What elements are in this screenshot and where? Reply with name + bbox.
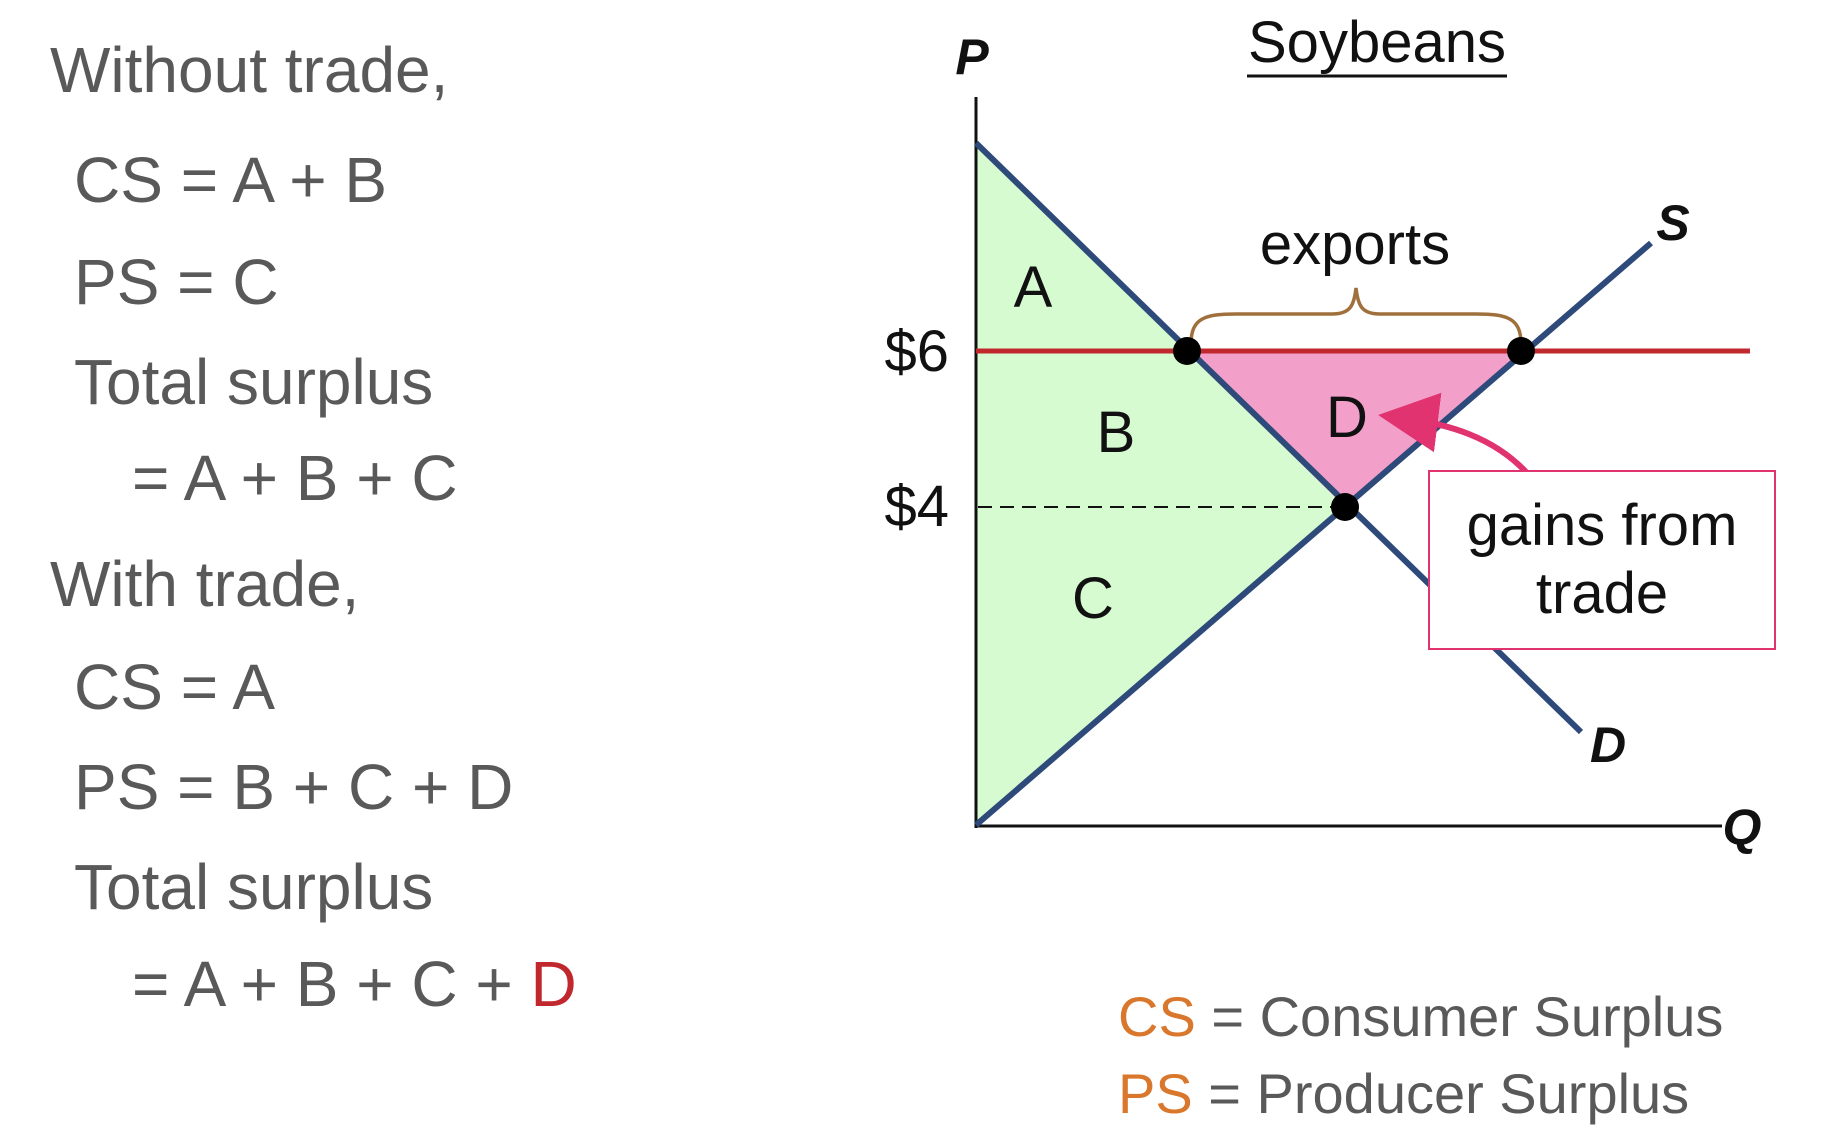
region-a-label: A bbox=[1014, 255, 1053, 320]
ps-legend: PS = Producer Surplus bbox=[1118, 1066, 1689, 1122]
price-4-label: $4 bbox=[884, 474, 949, 539]
total-surplus-value-with: = A + B + C + D bbox=[132, 952, 577, 1016]
cs-definition: = Consumer Surplus bbox=[1195, 985, 1724, 1048]
exports-label: exports bbox=[1260, 212, 1450, 277]
with-trade-heading: With trade, bbox=[50, 548, 360, 620]
ps-without-trade: PS = C bbox=[74, 246, 279, 318]
region-b-label: B bbox=[1097, 400, 1136, 465]
ps-with-trade: PS = B + C + D bbox=[74, 751, 514, 823]
quantity-axis-label: Q bbox=[1723, 799, 1762, 855]
supply-label: S bbox=[1656, 195, 1689, 251]
price-axis-label: P bbox=[955, 29, 989, 85]
diagram-title: Soybeans bbox=[1248, 10, 1506, 75]
domestic-demand-point bbox=[1173, 337, 1201, 365]
cs-with-trade: CS = A bbox=[74, 651, 275, 723]
gains-term-d: D bbox=[530, 948, 577, 1020]
price-6-label: $6 bbox=[884, 319, 949, 384]
ps-abbreviation: PS bbox=[1118, 1062, 1193, 1125]
ps-definition: = Producer Surplus bbox=[1192, 1062, 1690, 1125]
demand-label: D bbox=[1590, 717, 1626, 773]
region-c-label: C bbox=[1072, 566, 1114, 631]
exports-brace bbox=[1189, 287, 1523, 345]
surplus-explanation: Without trade, CS = A + B PS = C Total s… bbox=[0, 0, 900, 1128]
total-surplus-value-with-prefix: = A + B + C + bbox=[132, 948, 531, 1020]
equilibrium-point bbox=[1331, 493, 1359, 521]
surplus-region-abc bbox=[976, 143, 1345, 825]
gains-line-1: gains from bbox=[1466, 492, 1738, 558]
total-surplus-value-without: = A + B + C bbox=[132, 442, 458, 514]
gains-arrow bbox=[1378, 392, 1529, 475]
cs-abbreviation: CS bbox=[1118, 985, 1196, 1048]
cs-legend: CS = Consumer Surplus bbox=[1118, 989, 1723, 1045]
without-trade-heading: Without trade, bbox=[50, 34, 449, 106]
gains-region-d bbox=[1187, 351, 1521, 507]
total-surplus-label-without: Total surplus bbox=[74, 346, 434, 418]
gains-line-2: trade bbox=[1535, 561, 1669, 626]
total-surplus-label-with: Total surplus bbox=[74, 851, 434, 923]
gains-from-trade-callout: gains from trade bbox=[1428, 470, 1776, 650]
domestic-supply-point bbox=[1507, 337, 1535, 365]
supply-curve bbox=[974, 240, 1653, 828]
region-d-label: D bbox=[1326, 385, 1368, 450]
cs-without-trade: CS = A + B bbox=[74, 144, 388, 216]
